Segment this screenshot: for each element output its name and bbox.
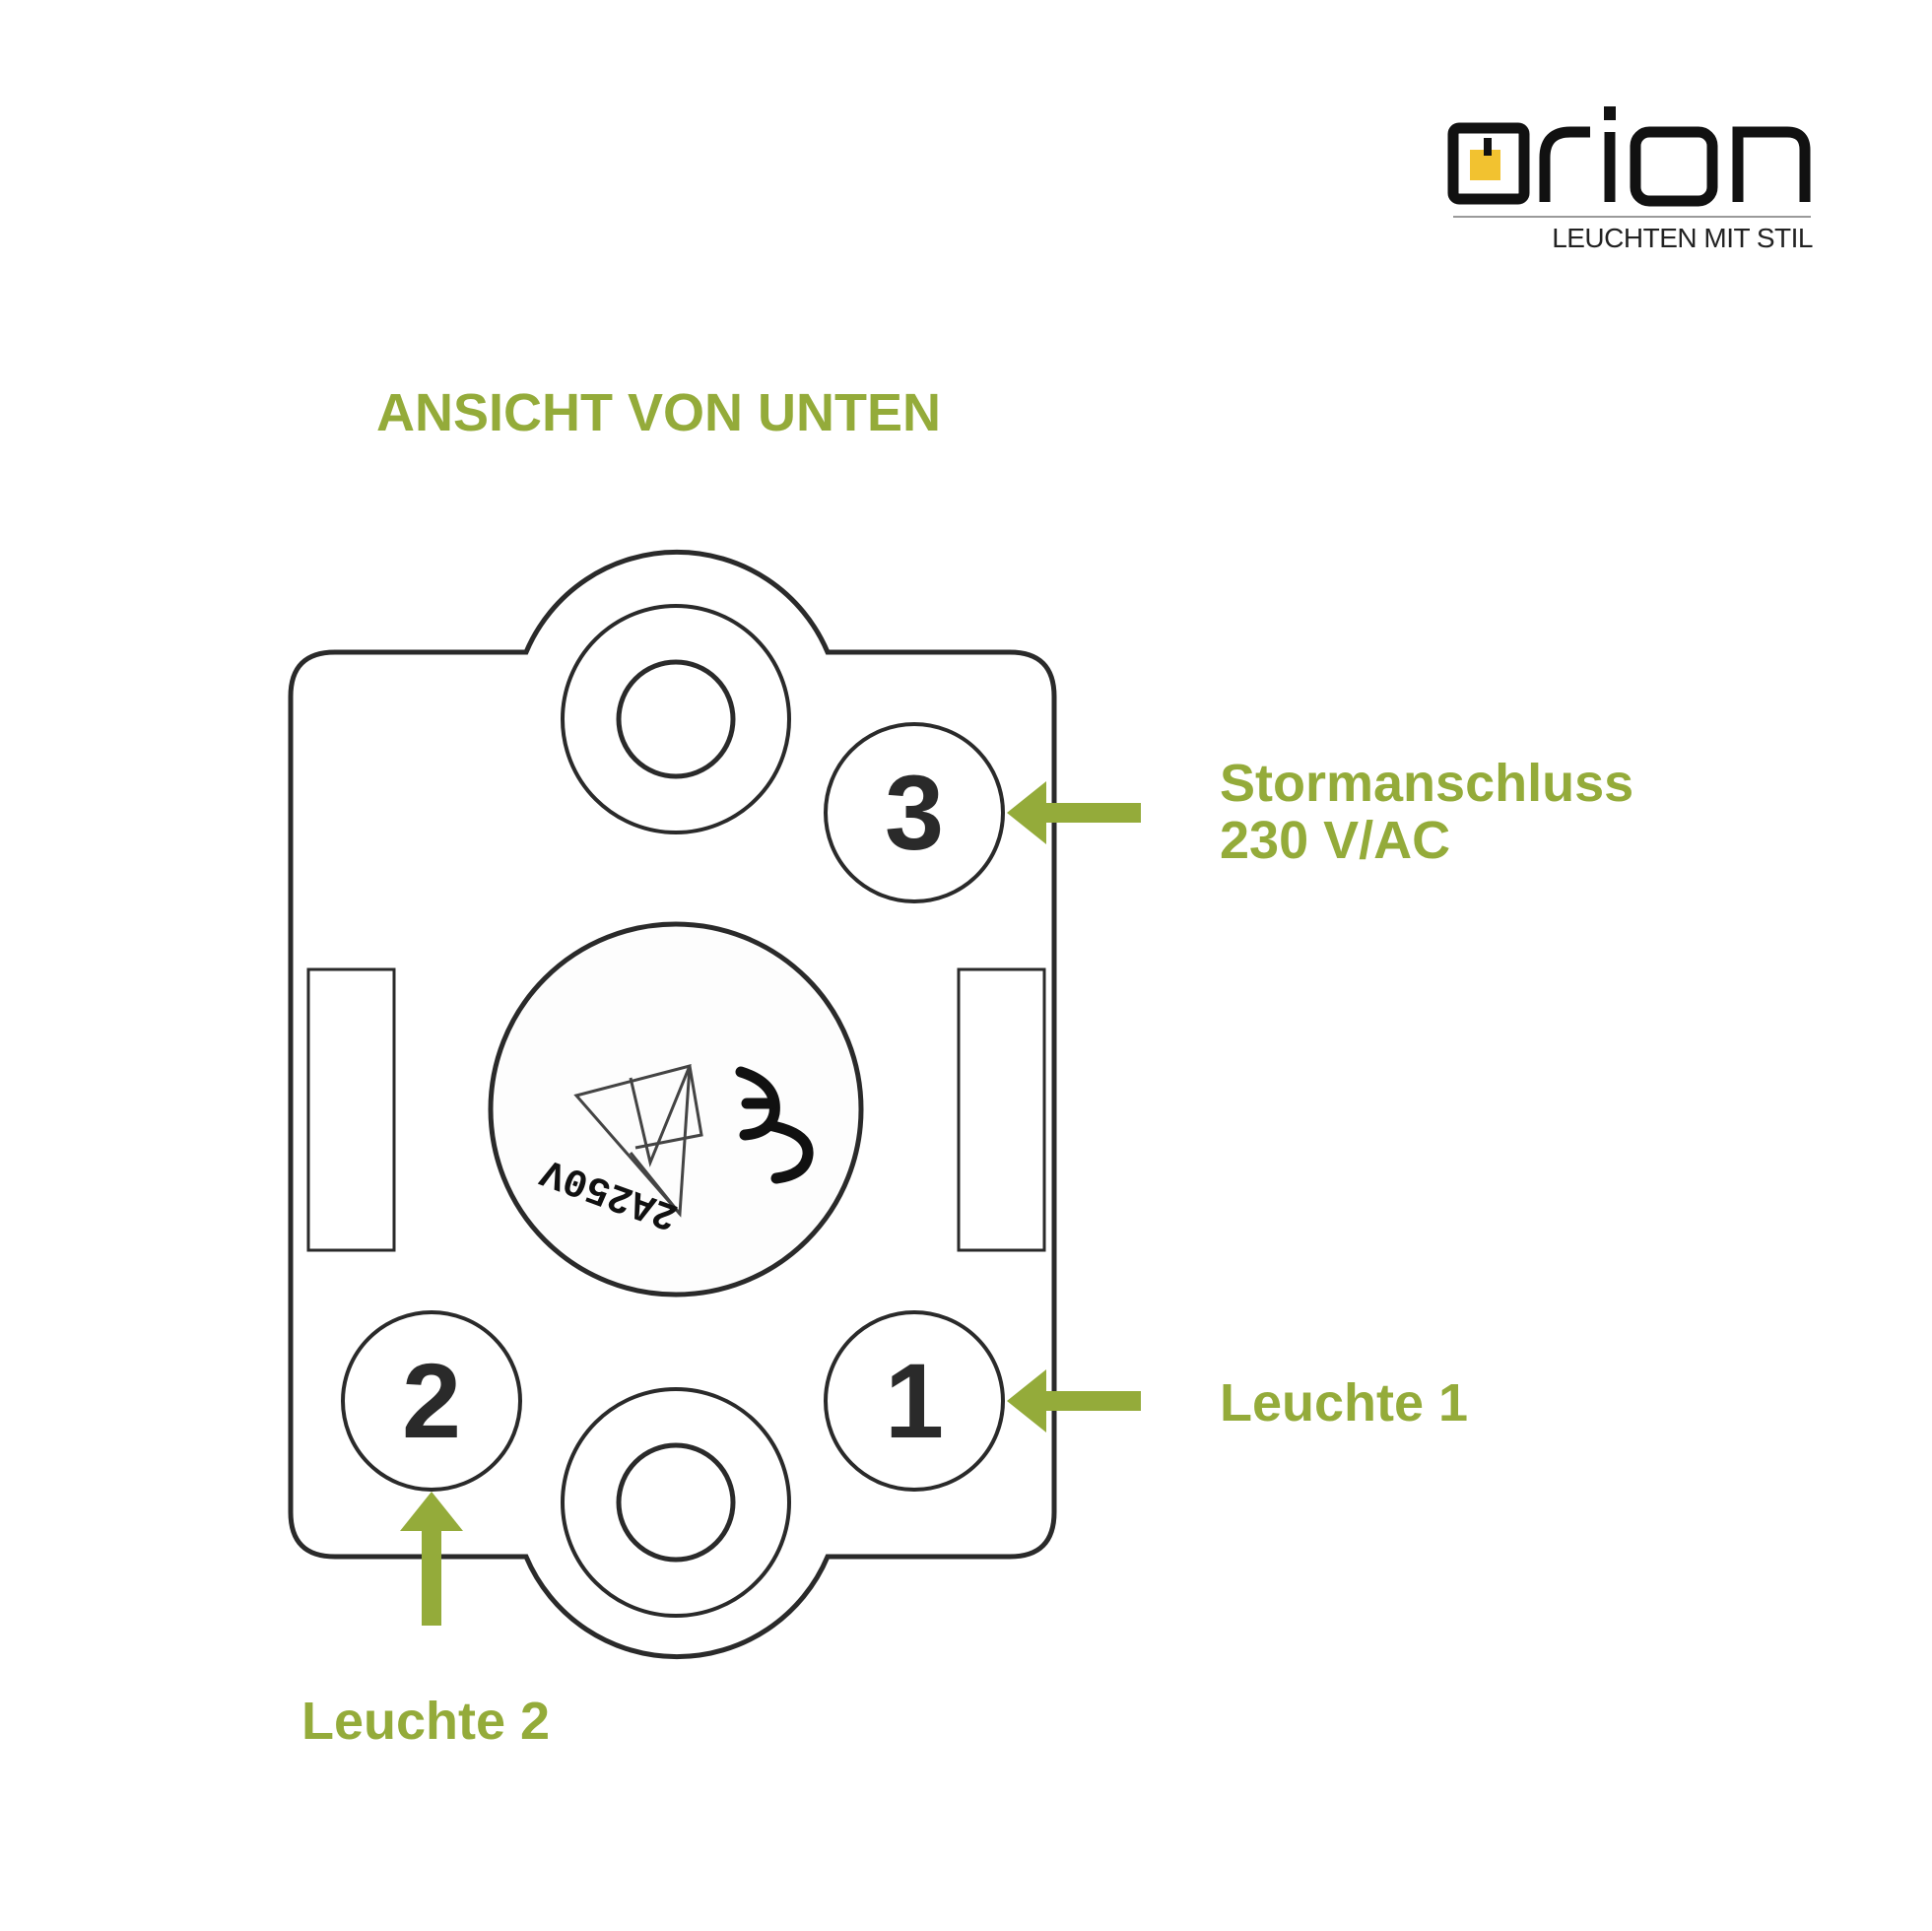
arrow-terminal-2 — [400, 1492, 463, 1626]
mounting-ring-bottom — [561, 1387, 791, 1618]
logo-o2 — [1630, 126, 1718, 207]
terminal-3-label-line-1: Stormanschluss — [1220, 754, 1634, 813]
terminal-2-number: 2 — [402, 1341, 461, 1460]
terminal-1: 1 — [824, 1310, 1005, 1492]
terminal-3: 3 — [824, 722, 1005, 903]
enec-triangle-icon — [573, 1064, 703, 1218]
logo-i-dot — [1604, 106, 1616, 120]
terminal-2-label: Leuchte 2 — [301, 1692, 551, 1751]
logo-n — [1732, 126, 1811, 202]
mounting-hole-top — [616, 659, 736, 779]
brand-tagline: LEUCHTEN MIT STIL — [1552, 223, 1813, 253]
mounting-ring-top — [561, 604, 791, 834]
orion-logo — [1447, 106, 1811, 218]
logo-o-outline — [1447, 122, 1530, 205]
side-slot-left — [306, 967, 396, 1252]
ce-mark-icon — [735, 1066, 814, 1184]
terminal-2: 2 — [341, 1310, 522, 1492]
arrow-terminal-3 — [1007, 781, 1141, 844]
terminal-3-label-line-2: 230 V/AC — [1220, 811, 1451, 870]
arrow-terminal-1 — [1007, 1369, 1141, 1432]
side-slot-right — [957, 967, 1046, 1252]
diagram-heading: ANSICHT VON UNTEN — [376, 383, 942, 442]
terminal-3-number: 3 — [885, 753, 944, 872]
logo-r — [1539, 126, 1590, 202]
mounting-hole-bottom — [616, 1442, 736, 1563]
terminal-1-label: Leuchte 1 — [1220, 1373, 1469, 1432]
center-marking-disk — [488, 921, 864, 1298]
terminal-1-number: 1 — [885, 1341, 944, 1460]
